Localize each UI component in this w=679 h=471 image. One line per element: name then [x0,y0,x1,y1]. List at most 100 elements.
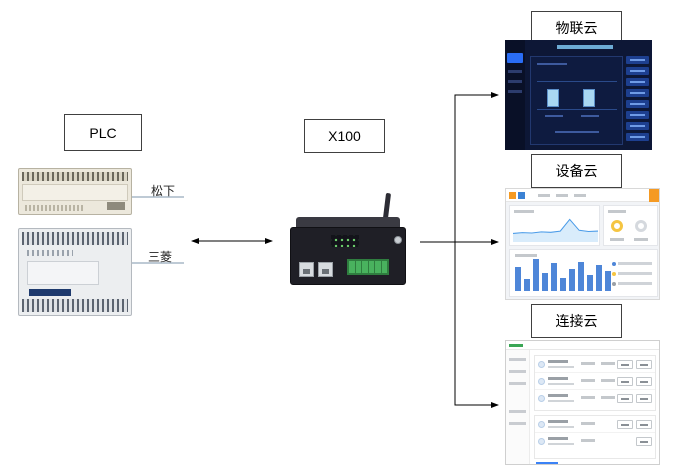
arrow-to-iot-cloud [454,92,499,242]
bar [605,271,611,291]
bar [569,269,575,291]
control-button [626,56,649,64]
device-meta-placeholder [548,383,574,385]
action-button [636,437,652,446]
menu-item-placeholder [509,370,526,373]
action-button [617,360,633,369]
control-button-column [626,56,649,144]
plc-label: PLC [89,124,117,141]
bar [551,263,557,291]
device-list-card [534,415,656,459]
device-cloud-label: 设备云 [555,163,598,179]
titlebar [506,341,659,350]
status-placeholder [601,379,615,382]
x100-label-box: X100 [304,119,385,153]
donut-gauge-gray [635,220,647,232]
ethernet-port [299,262,314,277]
menu-item [508,70,522,73]
link-placeholder [536,462,558,464]
device-row [535,416,655,433]
iot-cloud-label-box: 物联云 [531,11,622,45]
device-row [535,433,655,450]
device-icon [538,438,545,445]
action-button [636,420,652,429]
action-button [617,420,633,429]
bar [533,259,539,291]
device-icon [538,378,545,385]
control-button [626,100,649,108]
control-button [626,111,649,119]
device-meta-placeholder [548,400,574,402]
device-name-placeholder [548,420,568,423]
legend-placeholder [618,272,652,275]
text-placeholder [555,131,599,133]
nav-link-placeholder [574,194,586,197]
nav-link-placeholder [556,194,568,197]
terminal-cell [355,261,361,273]
menu-item-placeholder [509,358,526,361]
status-placeholder [581,422,595,425]
logo-placeholder [509,344,523,347]
mitsubishi-plc-image [18,228,132,316]
bar [542,273,548,291]
terminal-cell [375,261,381,273]
logo-mark [518,192,525,199]
panel-title-placeholder [515,254,537,257]
legend-placeholder [634,238,648,241]
scada-panel [530,56,623,145]
device-list-card [534,355,656,411]
action-button [617,394,633,403]
action-button [636,360,652,369]
antenna-connector [394,236,402,244]
terminal-cell [362,261,368,273]
device-face [27,261,99,285]
pipe-line [537,81,617,82]
terminal-cell [368,261,374,273]
status-placeholder [601,362,615,365]
active-menu-item [507,53,523,63]
status-placeholder [581,439,595,442]
ethernet-port [318,262,333,277]
iot-cloud-screenshot [505,40,652,150]
device-name-placeholder [548,394,568,397]
action-button [636,377,652,386]
device-meta-placeholder [548,426,574,428]
router-front-panel [290,227,406,285]
tank-graphic [547,89,559,107]
legend-dot [612,272,616,276]
line-chart [513,218,598,242]
text-placeholder [581,115,599,117]
pipe-line [537,109,617,110]
menu-item-placeholder [509,410,526,413]
control-button [626,78,649,86]
navbar [506,189,659,202]
terminal-strip-top [22,232,128,245]
user-badge [649,189,659,202]
sidebar [506,350,530,464]
iot-cloud-label: 物联云 [555,20,598,36]
device-name-placeholder [548,360,568,363]
menu-item [508,80,522,83]
status-placeholder [581,362,595,365]
device-meta-placeholder [548,443,574,445]
menu-item-placeholder [509,382,526,385]
device-cloud-screenshot [505,188,660,300]
logo-mark [509,192,516,199]
device-icon [538,395,545,402]
gauge-panel [603,205,658,246]
bar [560,278,566,291]
donut-gauge-yellow [611,220,623,232]
mitsubishi-caption: 三菱 [148,250,173,264]
bar-chart [515,255,615,291]
control-button [626,67,649,75]
device-meta-placeholder [548,366,574,368]
router-top-face [296,217,400,229]
device-row [535,390,655,407]
status-placeholder [581,396,595,399]
control-button [626,133,649,141]
led-indicator-grid [331,235,359,247]
x100-gateway-image [282,192,418,292]
device-face [22,184,128,201]
status-placeholder [581,379,595,382]
